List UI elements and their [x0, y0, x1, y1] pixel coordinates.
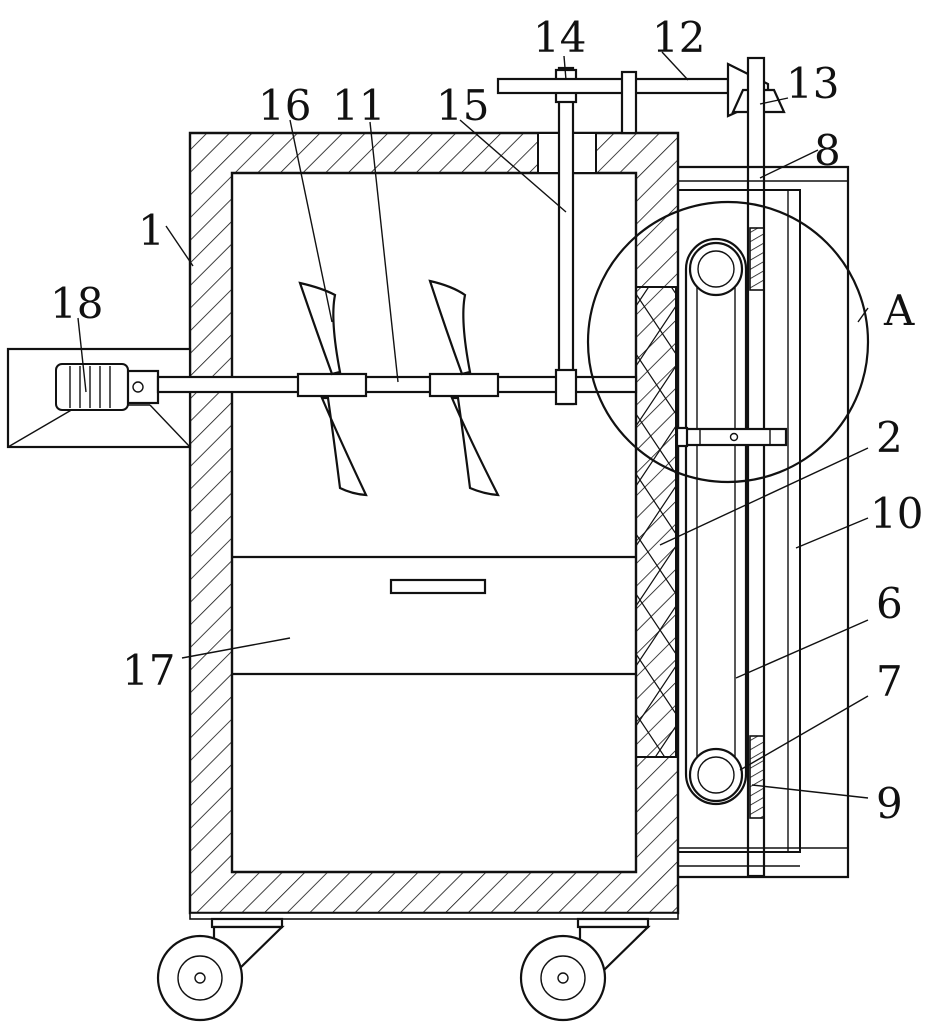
label-15: 15 — [436, 81, 489, 130]
lower-rack — [750, 736, 764, 818]
label-9: 9 — [876, 779, 903, 828]
caster-left — [158, 919, 282, 1020]
motor-assembly — [8, 349, 190, 447]
label-11: 11 — [332, 81, 385, 130]
slider-bracket — [677, 428, 786, 446]
caster-right — [521, 919, 648, 1020]
label-6: 6 — [876, 579, 903, 628]
drawer-handle — [391, 580, 485, 593]
label-8: 8 — [814, 126, 841, 175]
label-17: 17 — [122, 646, 175, 695]
upper-rack — [750, 228, 764, 290]
drawer — [232, 557, 636, 674]
motor — [56, 364, 128, 410]
label-7: 7 — [876, 657, 903, 706]
belt-drive — [686, 239, 746, 804]
mesh-panel — [636, 287, 676, 757]
label-16: 16 — [258, 81, 311, 130]
label-13: 13 — [786, 59, 839, 108]
vertical-rod — [556, 68, 576, 404]
label-A: A — [883, 286, 915, 335]
label-14: 14 — [533, 13, 586, 62]
top-bar — [498, 72, 728, 133]
label-12: 12 — [652, 13, 705, 62]
label-18: 18 — [50, 279, 103, 328]
label-10: 10 — [870, 489, 923, 538]
label-2: 2 — [876, 413, 903, 462]
label-1: 1 — [138, 206, 165, 255]
cabinet-body — [190, 133, 678, 919]
